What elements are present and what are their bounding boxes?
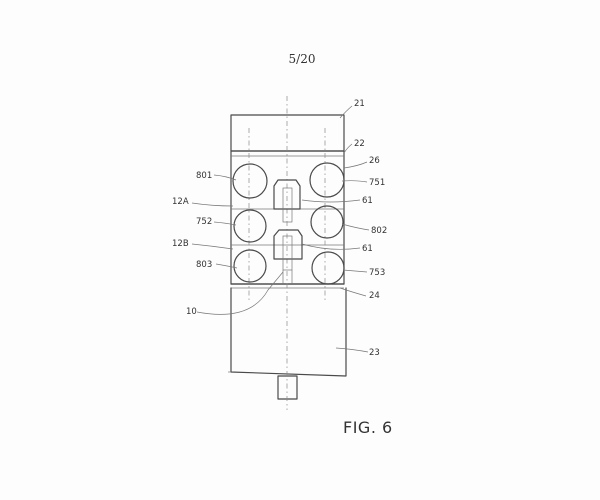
label-23: 23 <box>369 348 380 358</box>
housing-body <box>230 150 345 285</box>
label-751: 751 <box>369 178 385 188</box>
page-number: 5/20 <box>288 52 316 66</box>
leader-802 <box>341 223 370 231</box>
label-61-lower: 61 <box>362 244 373 254</box>
cam-61-lower-core <box>282 235 293 271</box>
ball-753 <box>311 251 345 285</box>
label-753: 753 <box>369 268 385 278</box>
lower-housing-23 <box>230 287 347 377</box>
cam-61-upper-core <box>282 187 293 223</box>
figure-caption: FIG. 6 <box>343 418 393 437</box>
ball-752 <box>233 209 267 243</box>
leader-803 <box>215 263 238 269</box>
ball-802 <box>310 205 344 239</box>
leader-23 <box>335 347 369 353</box>
cam-61-lower <box>273 229 303 260</box>
label-26: 26 <box>369 156 380 166</box>
leader-61-lower <box>301 243 361 250</box>
leader-21 <box>339 105 353 119</box>
label-61-upper: 61 <box>362 196 373 206</box>
leader-26 <box>343 161 368 169</box>
cam-61-upper <box>273 179 301 210</box>
leader-751 <box>341 180 368 183</box>
label-752: 752 <box>196 217 212 227</box>
label-24: 24 <box>369 291 380 301</box>
label-21: 21 <box>354 99 365 109</box>
output-shaft <box>277 375 298 400</box>
leader-24 <box>339 287 367 297</box>
label-803: 803 <box>196 260 212 270</box>
label-12b: 12B <box>172 239 189 249</box>
label-10: 10 <box>186 307 197 317</box>
leader-801 <box>213 174 237 181</box>
leader-61-upper <box>301 199 361 203</box>
leader-753 <box>342 269 368 273</box>
top-block-21 <box>230 114 345 152</box>
leader-12b <box>191 243 234 250</box>
label-22: 22 <box>354 139 365 149</box>
label-802: 802 <box>371 226 387 236</box>
leader-12a <box>191 202 234 207</box>
ball-803 <box>233 249 267 283</box>
label-801: 801 <box>196 171 212 181</box>
ball-751 <box>309 162 345 198</box>
leader-10 <box>196 271 284 315</box>
ball-801 <box>232 163 268 199</box>
leader-22 <box>343 143 353 154</box>
leader-752 <box>213 221 237 226</box>
label-12a: 12A <box>172 197 189 207</box>
